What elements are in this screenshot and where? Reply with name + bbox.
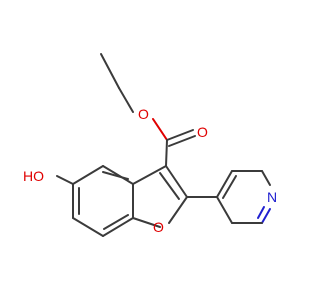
atom-ester-oxygen: O [138, 106, 149, 122]
bond-c3-c2-inner [159, 172, 180, 200]
atom-furan-oxygen: O [153, 219, 164, 235]
bond-py-c5-c4 [216, 196, 233, 224]
bond-py-c4-c3-inner [222, 175, 237, 199]
bond-carbonyl-c-o-1 [166, 129, 194, 141]
bond-py-n-c6-inner [257, 206, 265, 219]
bond-c7-c7a-inner [103, 214, 129, 230]
bond-c7-c7a [102, 217, 134, 237]
bond-c3a-c4 [102, 165, 134, 185]
atom-carbonyl-oxygen: O [197, 124, 208, 140]
atom-pyridine-nitrogen: N [267, 189, 277, 205]
bond-o1-c7a [132, 217, 161, 228]
bond-c5-oh [56, 175, 74, 185]
bond-py-n-c6 [261, 208, 271, 224]
bond-ester-c-c3 [165, 139, 168, 167]
atom-hydroxyl: HO [23, 168, 44, 184]
bond-c3-c2 [165, 165, 188, 198]
bond-py-c2-n [261, 170, 271, 186]
bond-c4-c5 [72, 165, 104, 185]
bond-c6-c7 [72, 217, 104, 237]
bond-ester-o-carbonyl [152, 118, 168, 141]
bond-py-c4-c3 [216, 170, 233, 198]
bond-carbonyl-c-o-2 [168, 135, 196, 147]
bond-ethyl-ch2-o [118, 87, 134, 113]
bond-c2-o1 [168, 196, 188, 224]
molecule-structure: O O HO O N [23, 53, 277, 237]
bond-c3a-c4-inner [102, 171, 129, 180]
bond-ethyl-ch3-ch2 [100, 53, 120, 89]
bond-c3a-c3 [132, 165, 167, 185]
